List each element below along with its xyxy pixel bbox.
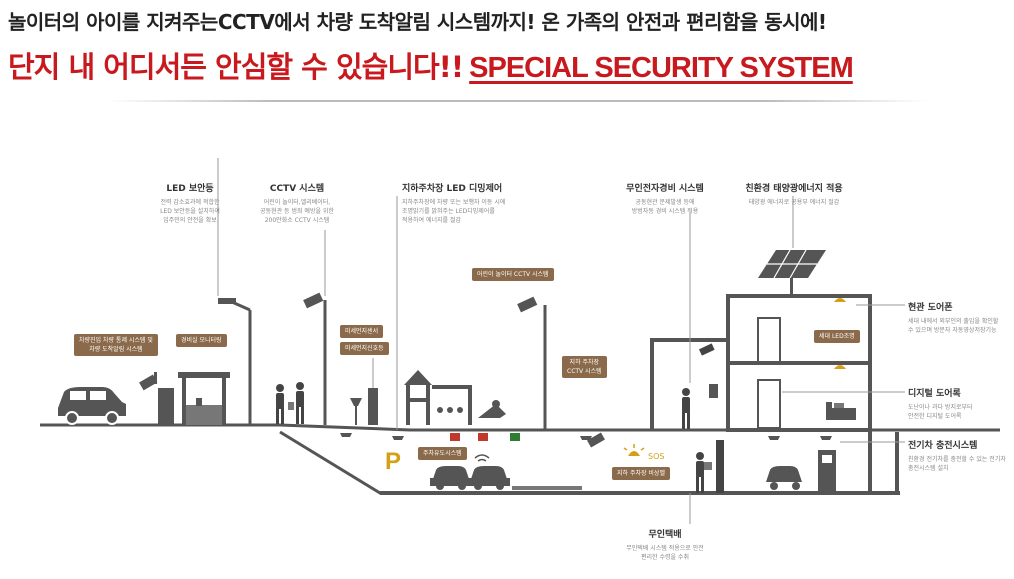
- feature-parking-led-title: 지하주차장 LED 디밍제어: [402, 184, 503, 194]
- feature-parcel-title: 무인택배: [648, 530, 682, 540]
- sub-headline-korean: 단지 내 어디서든 안심할 수 있습니다!!: [8, 50, 464, 84]
- feature-unmanned-guard-desc: 방범자동 경비 시스템 적용: [631, 208, 699, 215]
- cctv-camera-icon: [139, 372, 158, 391]
- bed-icon: [826, 402, 856, 420]
- tag-parking-cctv-line: CCTV 시스템: [567, 368, 602, 375]
- feature-cctv-title: CCTV 시스템: [269, 184, 325, 194]
- lamp-head: [218, 298, 236, 304]
- wifi-icon: [474, 454, 490, 462]
- tag-fine-dust-display: 미세먼지신호등: [340, 342, 389, 355]
- feature-led-light-title: LED 보안등: [166, 184, 214, 194]
- feature-led-light-desc: 입주민의 안전을 확보: [163, 217, 217, 224]
- car-icon: [58, 387, 126, 425]
- feature-solar-desc: 태양광 에너지로 공용부 에너지 절감: [748, 199, 840, 206]
- tag-fine-dust-sensor: 미세먼지센서: [340, 325, 384, 338]
- feature-ev-charging-desc: 친환경 전기차를 충전할 수 있는 전기차: [908, 456, 1006, 463]
- building-icon: [650, 294, 872, 493]
- sos-label: SOS: [648, 452, 665, 461]
- pedestrian-icon: [276, 382, 304, 424]
- feature-unmanned-guard-title: 무인전자경비 시스템: [626, 184, 704, 194]
- fine-dust-sensor-icon: [350, 388, 378, 425]
- feature-led-light-desc: LED 보안등을 설치하여: [160, 208, 220, 215]
- tag-playground-cctv: 어린이 놀이터 CCTV 시스템: [472, 268, 554, 281]
- parcel-icon: [696, 440, 724, 493]
- ev-charger-icon: [818, 450, 836, 493]
- feature-parcel-desc: 편리한 수령을 수취: [641, 554, 689, 561]
- feature-digital-lock-desc: 안전한 디지털 도어록: [908, 413, 962, 420]
- street-lamp-icon: [231, 300, 252, 425]
- headline: 놀이터의 아이를 지켜주는CCTV에서 차량 도착알림 시스템까지! 온 가족의…: [8, 10, 827, 34]
- parking-light-red-1: [450, 433, 460, 441]
- feature-digital-lock-desc: 도난이나 과다 방지로부터: [908, 404, 973, 411]
- feature-parking-led-desc: 지하주차장에 차량 또는 보행자 이동 시에: [402, 199, 506, 206]
- garage-cctv-icon: [587, 432, 605, 448]
- cctv-camera-icon-2: [303, 292, 324, 309]
- feature-parking-led-desc: 적용하여 에너지를 절감: [402, 217, 462, 224]
- alarm-light-icon: [623, 444, 645, 456]
- feature-digital-lock-title: 디지털 도어록: [908, 389, 961, 399]
- feature-cctv: CCTV 시스템 어린이 놀이터,엘리베이터, 공동현관 등 범죄 예방을 위한 2…: [242, 181, 352, 225]
- ev-car-icon: [766, 466, 802, 490]
- tag-parking-guide: 주차유도시스템: [418, 447, 467, 460]
- sub-headline-english: SPECIAL SECURITY SYSTEM: [469, 52, 854, 84]
- feature-unmanned-guard-desc: 공동현관 문제발생 등에: [635, 199, 695, 206]
- tag-parking-cctv-line: 지하 주차장: [569, 359, 600, 366]
- tag-parking-emergency: 지하 주차장 비상벨: [612, 467, 670, 480]
- sub-headline: 단지 내 어디서든 안심할 수 있습니다!!SPECIAL SECURITY S…: [8, 44, 854, 86]
- feature-parking-led-desc: 조명밝기를 밝혀주는 LED디밍제어를: [402, 208, 495, 215]
- parked-cars-icon: [430, 466, 582, 490]
- guard-booth-icon: [158, 372, 230, 425]
- feature-solar-title: 친환경 태양광에너지 적용: [745, 184, 843, 194]
- feature-cctv-desc: 200만화소 CCTV 시스템: [264, 217, 330, 224]
- household-led-icon: [834, 298, 846, 369]
- feature-door-phone-title: 현관 도어폰: [908, 303, 953, 313]
- cctv-camera-icon-3: [517, 296, 538, 313]
- feature-cctv-desc: 어린이 놀이터,엘리베이터,: [263, 199, 331, 206]
- feature-parcel-desc: 무인택배 시스템 적용으로 안전: [626, 545, 704, 552]
- solar-panel-icon: [758, 249, 826, 296]
- parking-icon: P: [385, 448, 402, 475]
- tag-guard-monitor: 경비실 모니터링: [176, 334, 227, 347]
- guard-person-icon: [682, 343, 718, 429]
- feature-ev-charging-title: 전기차 충전시스템: [908, 441, 978, 451]
- feature-door-phone-desc: 세대 내에서 외부인의 출입을 확인할: [908, 318, 999, 325]
- tag-car-arrival-line: 차량진입 차량 통제 시스템 및: [79, 337, 153, 344]
- feature-cctv-desc: 공동현관 등 범죄 예방을 위한: [260, 208, 334, 215]
- tag-parking-cctv: 지하 주차장 CCTV 시스템: [562, 356, 607, 378]
- ceiling-lights: [340, 433, 832, 440]
- divider: [108, 100, 928, 102]
- parking-light-green: [510, 433, 520, 441]
- feature-solar: 친환경 태양광에너지 적용 태양광 에너지로 공용부 에너지 절감: [738, 181, 850, 207]
- tag-car-arrival-line: 차량 도착알림 시스템: [89, 346, 143, 353]
- feature-door-phone-desc: 수 있으며 방문자 자동영상저장기능: [908, 327, 997, 334]
- doors-icon: [757, 317, 781, 429]
- tag-household-led: 세대 LED조명: [814, 330, 860, 343]
- feature-led-light-desc: 전력 감소효과에 적합한: [160, 199, 220, 206]
- feature-ev-charging-desc: 충전시스템 설치: [908, 465, 949, 472]
- parking-light-red-2: [478, 433, 488, 441]
- playground-icon: [404, 370, 506, 425]
